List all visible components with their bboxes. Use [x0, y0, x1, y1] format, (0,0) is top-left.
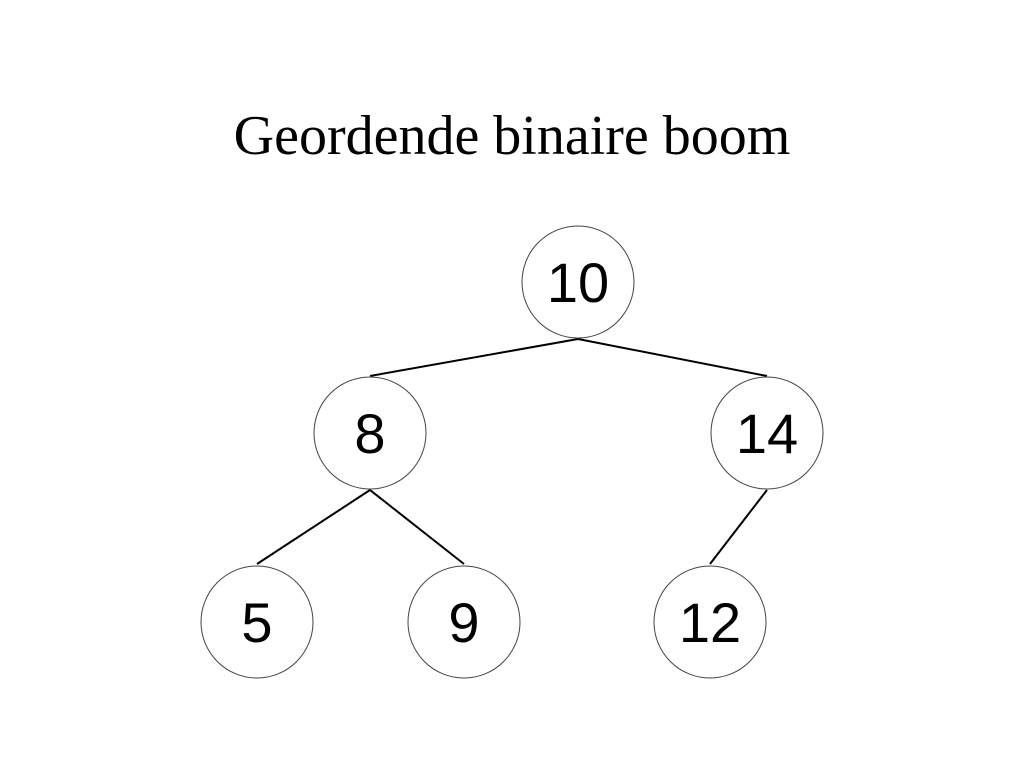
node-label: 10 — [547, 251, 609, 314]
node-label: 12 — [679, 591, 741, 654]
node-circle — [710, 376, 824, 490]
node-label: 9 — [448, 591, 479, 654]
tree-node-left-right: 9 — [407, 565, 521, 679]
node-circle — [653, 565, 767, 679]
edge-8-9 — [369, 489, 465, 565]
node-circle — [521, 225, 635, 339]
edge-10-14 — [577, 338, 768, 377]
tree-node-root: 10 — [521, 225, 635, 339]
diagram-title: Geordende binaire boom — [233, 105, 791, 167]
tree-node-right: 14 — [710, 376, 824, 490]
tree-node-left: 8 — [313, 376, 427, 490]
node-circle — [200, 565, 314, 679]
node-circle — [313, 376, 427, 490]
edge-10-8 — [369, 338, 579, 377]
tree-edges — [256, 338, 768, 565]
tree-node-left-left: 5 — [200, 565, 314, 679]
node-label: 5 — [241, 591, 272, 654]
tree-node-right-left: 12 — [653, 565, 767, 679]
node-label: 8 — [354, 402, 385, 465]
edge-14-12 — [709, 489, 768, 565]
node-circle — [407, 565, 521, 679]
edge-8-5 — [256, 489, 371, 565]
node-label: 14 — [736, 402, 798, 465]
